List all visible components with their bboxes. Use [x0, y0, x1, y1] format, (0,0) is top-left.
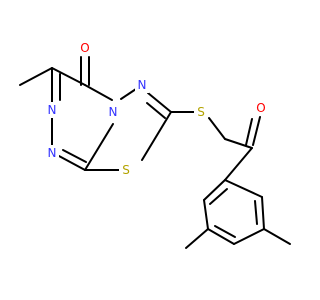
bond-ketone-b — [245, 118, 253, 146]
atom-o-ketone-label: O — [256, 101, 265, 115]
atom-o-ketone: O — [254, 100, 268, 116]
bond-methyl-3 — [185, 228, 209, 249]
bond-s1-c2 — [141, 111, 172, 161]
bond-methyl-4 — [263, 228, 291, 245]
atom-n-triazine-2-label: N — [48, 146, 57, 160]
atom-n-thiadiazole-label: N — [138, 78, 147, 92]
bond-ring-2 — [203, 199, 209, 230]
atom-n-triazine-2: N — [45, 145, 59, 161]
bond-ring-6 — [224, 179, 263, 198]
bonds — [19, 56, 291, 249]
bond-ring-5 — [261, 196, 265, 230]
atom-o-ring-carbonyl-label: O — [80, 41, 89, 55]
bond-c4-n4 — [84, 84, 113, 101]
atom-n-triazine-1-label: N — [48, 103, 57, 117]
bond-carbonyl-aryl — [224, 147, 253, 181]
bond-c3-c4 — [51, 67, 86, 86]
atom-n-triazine-fused-label: N — [109, 105, 118, 119]
bond-n1-c8a-b — [62, 149, 87, 163]
bond-ring-1 — [203, 179, 226, 201]
bond-ring-double-1 — [209, 188, 228, 205]
atom-s-thioether: S — [194, 104, 208, 120]
bond-ring-double-2 — [214, 225, 236, 238]
bond-methyl — [19, 67, 53, 86]
bond-ring-3 — [207, 228, 235, 245]
atom-n-thiadiazole: N — [135, 77, 149, 93]
atom-labels: O N N N N S S O — [45, 40, 268, 178]
bond-s-ch2 — [208, 117, 226, 140]
bond-ch2-carbonyl — [224, 138, 253, 149]
atom-s-thiadiazole-label: S — [122, 163, 130, 177]
atom-s-thioether-label: S — [197, 105, 205, 119]
molecule-structure-diagram: O N N N N S S O — [19, 40, 291, 249]
bond-n1-c8a-a — [58, 155, 86, 171]
atom-s-thiadiazole: S — [119, 162, 133, 178]
bond-c2-n3-a — [147, 92, 172, 113]
bond-ketone-a — [252, 116, 261, 146]
atom-n-triazine-fused: N — [106, 104, 120, 120]
atom-n-triazine-1: N — [45, 102, 59, 118]
atom-o-ring-carbonyl: O — [78, 40, 92, 56]
bond-c8a-n4 — [84, 123, 114, 171]
bond-c2-n3-b — [146, 102, 166, 119]
bond-ring-4 — [233, 228, 265, 245]
bond-ring-double-3 — [254, 200, 258, 225]
bond-n3-n4 — [120, 88, 137, 100]
